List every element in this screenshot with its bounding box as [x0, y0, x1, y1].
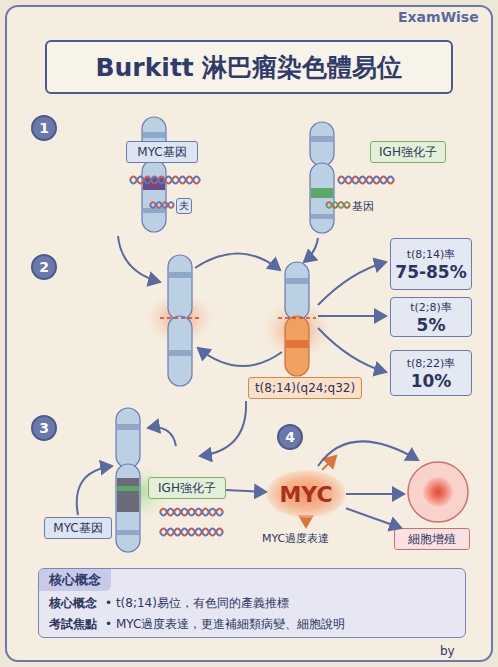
myc-blob: MYC — [266, 470, 346, 518]
gene-tag: 夫 — [176, 198, 192, 214]
chromosome — [278, 262, 316, 376]
row-text: • t(8;14)易位，有色同的產義推標 — [105, 595, 289, 612]
node-text: 夫 — [179, 199, 189, 213]
node-text: t(8;14)率 — [407, 247, 456, 262]
brand-mark: ExamWise — [398, 9, 479, 25]
node-text: t(8;14)(q24;q32) — [255, 381, 355, 395]
flow-arrow — [346, 508, 401, 528]
node-text: 1 — [39, 120, 49, 136]
node-text: 3 — [39, 420, 49, 436]
chromosome — [116, 408, 140, 552]
step-number: 2 — [31, 254, 57, 280]
row-key: 考試焦點 — [49, 616, 97, 633]
row-text: • MYC過度表達，更進補細類病變、細胞說明 — [105, 616, 345, 633]
chromosome — [310, 122, 334, 233]
enhancer-label: IGH強化子 — [370, 141, 446, 163]
node-text: t(2;8)率 — [410, 300, 452, 315]
node-text: MYC基因 — [137, 144, 186, 161]
gene-label: MYC基因 — [126, 141, 198, 163]
flow-arrow — [226, 490, 266, 492]
node-text: 2 — [39, 259, 49, 275]
node-text: MYC基因 — [53, 520, 102, 537]
node-text: IGH強化子 — [379, 144, 437, 161]
rate-box: t(8;14)率75-85% — [390, 238, 472, 290]
enhancer-label: IGH強化子 — [148, 477, 226, 499]
rate-box: t(8;22)率10% — [390, 350, 472, 396]
panel-tab: 核心概念 — [39, 569, 111, 591]
chromosome — [142, 117, 166, 232]
node-text: IGH強化子 — [158, 480, 216, 497]
node-text: 4 — [285, 429, 295, 445]
panel-row: 考試焦點 • MYC過度表達，更進補細類病變、細胞說明 — [39, 616, 465, 633]
step-number: 3 — [31, 415, 57, 441]
node-text: 細胞增殖 — [408, 531, 456, 548]
diagram-title: Burkitt 淋巴瘤染色體易位 — [45, 40, 453, 94]
panel-row: 核心概念 • t(8;14)易位，有色同的產義推標 — [39, 595, 465, 612]
gene-caption: 基因 — [352, 199, 374, 214]
dna-helix — [160, 509, 223, 536]
row-key: 核心概念 — [49, 595, 97, 612]
node-text: 5% — [417, 315, 446, 335]
concept-panel: 核心概念核心概念• t(8;14)易位，有色同的產義推標考試焦點• MYC過度表… — [38, 568, 466, 638]
node-text: 10% — [411, 371, 452, 391]
chromosome — [160, 255, 200, 386]
rate-box: t(2;8)率5% — [390, 297, 472, 337]
step-number: 4 — [277, 424, 303, 450]
credit-mark: by — [440, 644, 455, 658]
node-text: t(8;22)率 — [407, 356, 456, 371]
step-number: 1 — [31, 115, 57, 141]
expression-caption: MYC過度表達 — [262, 531, 329, 546]
translocation-label: t(8;14)(q24;q32) — [248, 377, 362, 399]
gene-label: MYC基因 — [44, 517, 112, 539]
cell — [408, 462, 468, 522]
node-text: 75-85% — [395, 262, 466, 282]
node-text: MYC — [279, 482, 332, 507]
cell-label: 細胞增殖 — [394, 528, 470, 550]
